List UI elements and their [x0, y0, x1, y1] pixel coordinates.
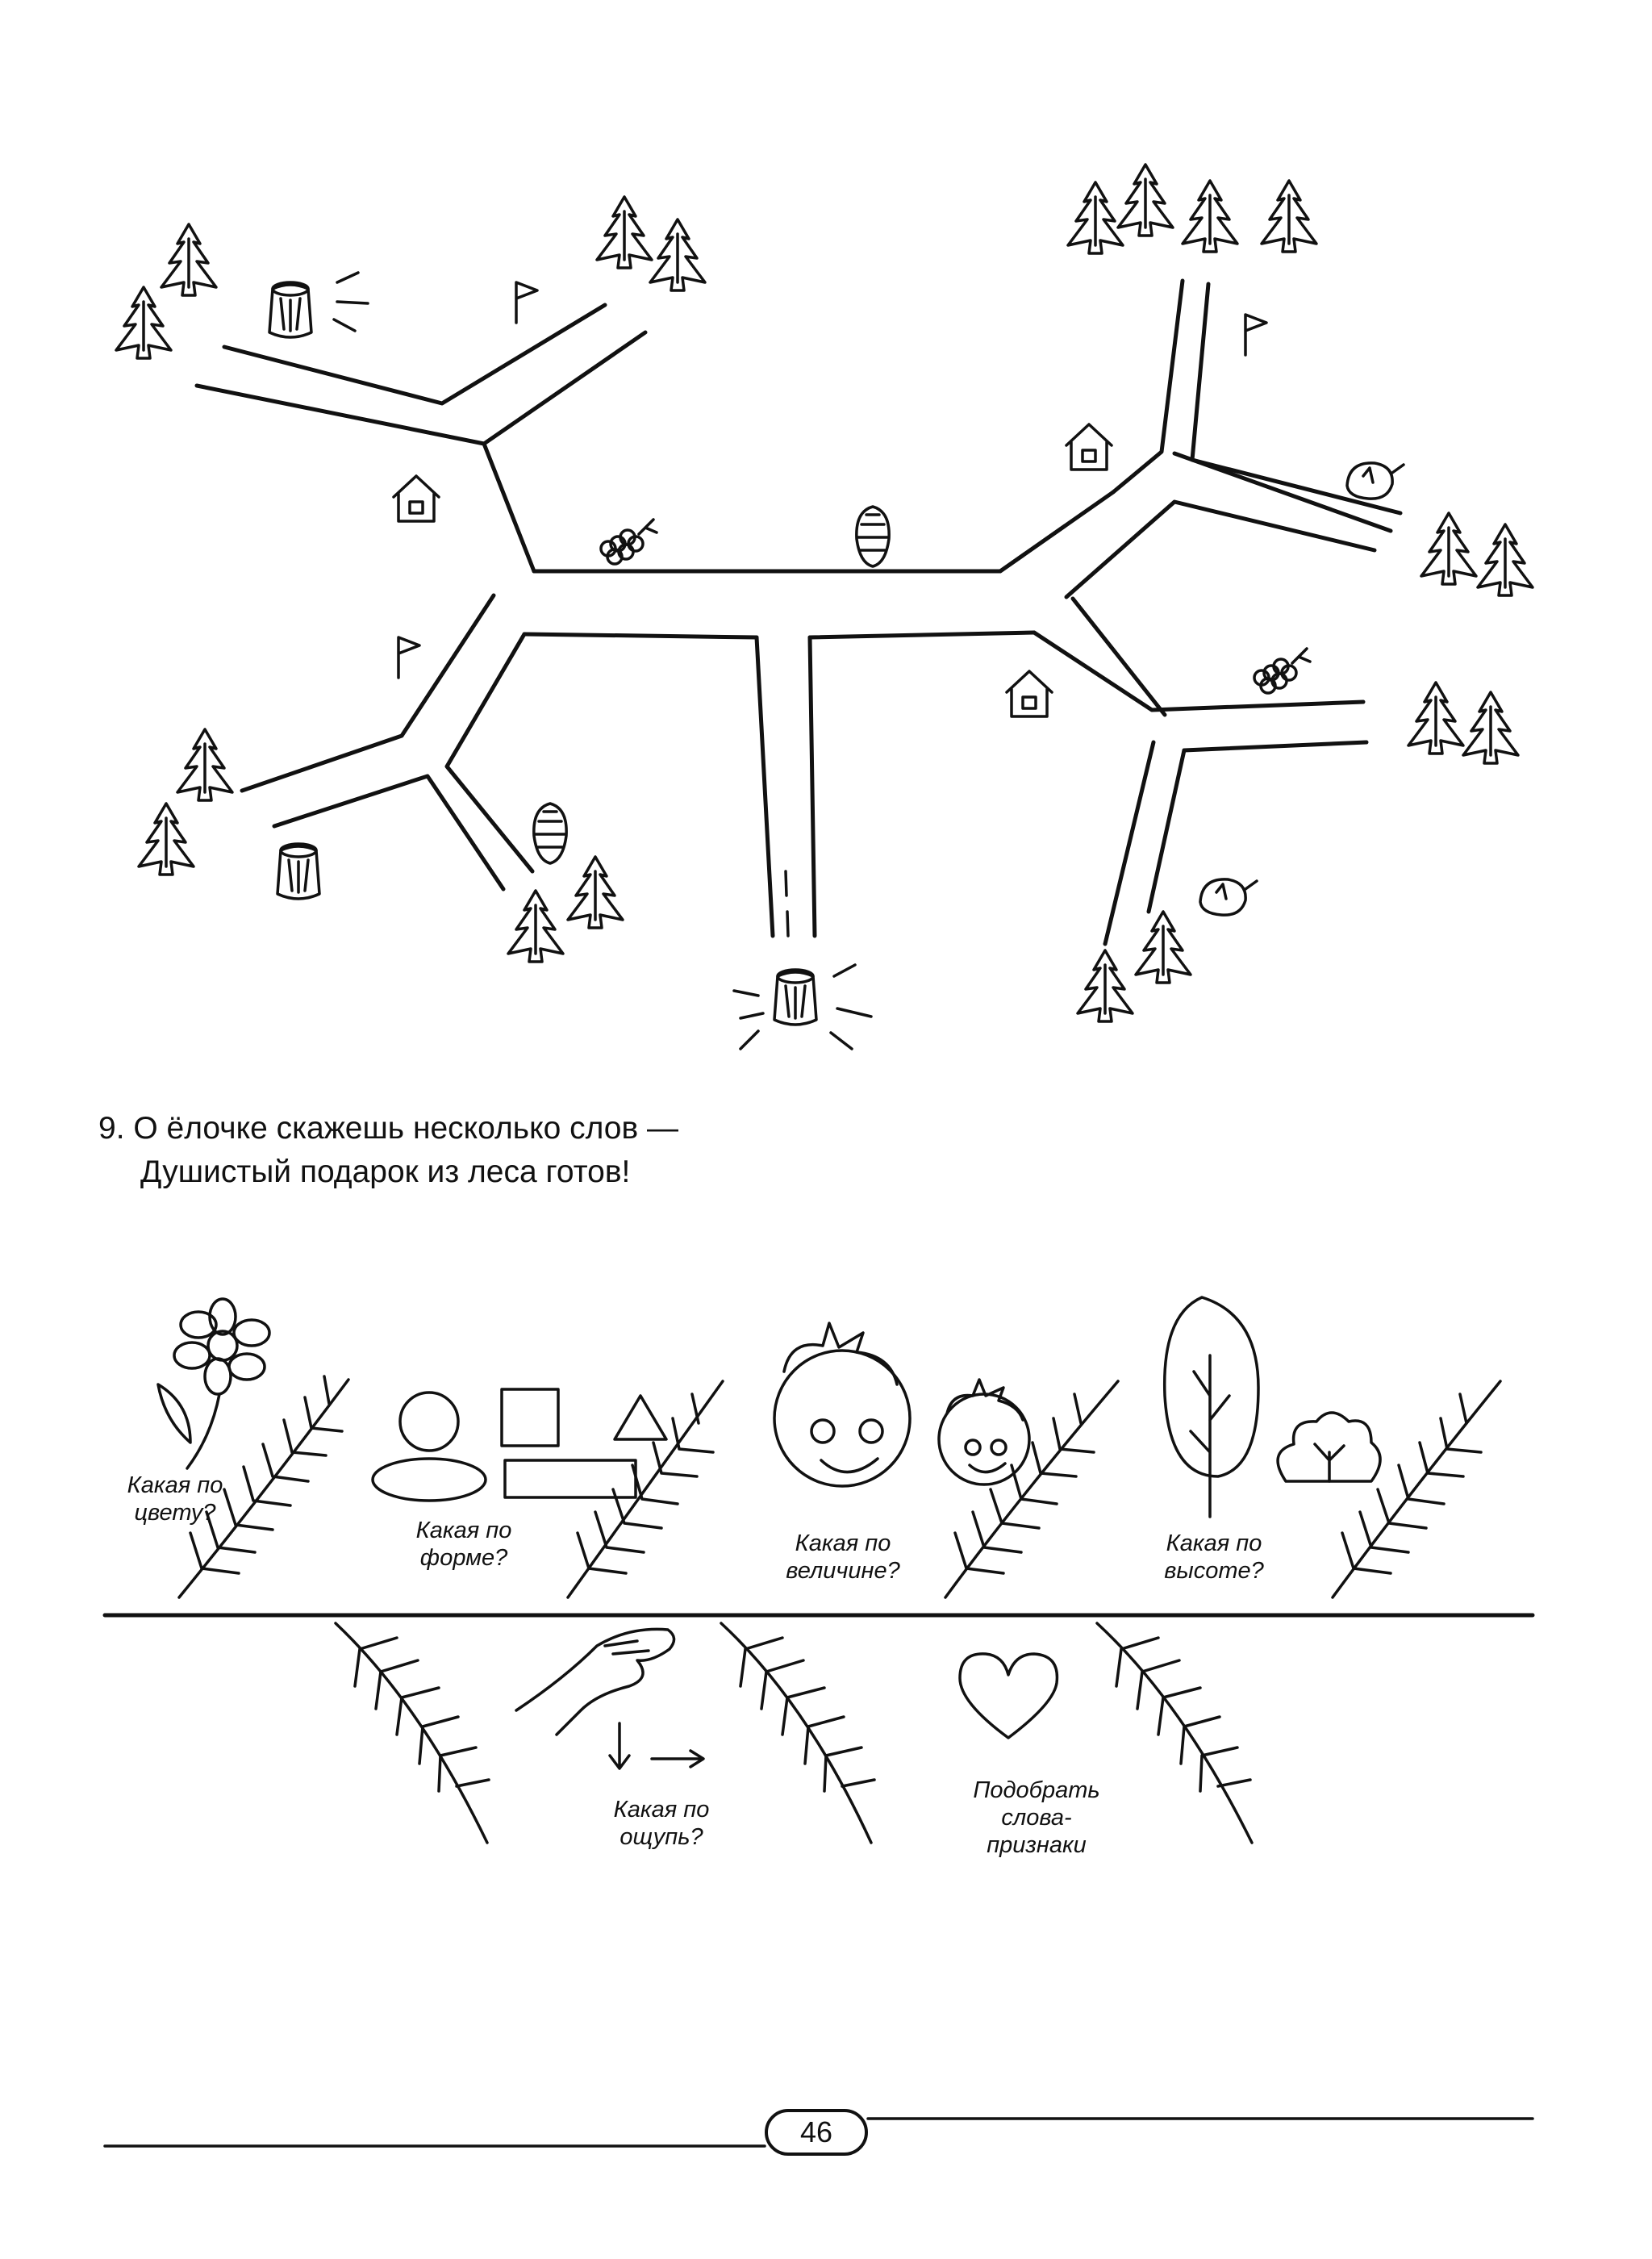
boy-face-icon: [937, 1378, 1031, 1486]
fir-tree-icon: [1076, 949, 1134, 1023]
fir-tree-icon: [1476, 523, 1534, 597]
question-color: Какая по цвету?: [127, 1472, 223, 1526]
fir-tree-icon: [649, 218, 707, 292]
question-height: Какая по высоте?: [1164, 1530, 1264, 1584]
house-icon: [1005, 670, 1053, 718]
fir-branch-icon: [566, 1380, 724, 1599]
flag-icon: [1244, 313, 1268, 357]
question-size: Какая по величине?: [786, 1530, 900, 1584]
boy-face-icon: [773, 1322, 912, 1488]
flag-icon: [397, 636, 421, 679]
house-icon: [392, 474, 440, 523]
bush-icon: [1276, 1411, 1382, 1483]
cone-icon: [532, 802, 568, 865]
hand-icon: [515, 1627, 676, 1736]
fir-tree-icon: [566, 855, 624, 929]
fir-tree-icon: [1462, 691, 1520, 765]
poem-line-1: О ёлочке скажешь несколько слов —: [133, 1111, 679, 1146]
nut-icon: [1345, 461, 1405, 500]
map-objects: [115, 163, 1534, 1050]
fir-tree-icon: [115, 286, 173, 360]
square-icon: [500, 1388, 560, 1447]
poem-line-2: Душистый подарок из леса готов!: [140, 1155, 631, 1189]
task-poem: 9. О ёлочке скажешь несколько слов — Душ…: [98, 1107, 678, 1194]
nut-icon: [1199, 878, 1258, 917]
fir-branch-icon: [334, 1622, 490, 1844]
fir-tree-icon: [137, 802, 195, 876]
roads: [194, 278, 1403, 946]
triangle-icon: [613, 1394, 668, 1441]
fir-tree-icon: [1066, 181, 1124, 255]
flag-icon: [515, 281, 539, 324]
stump-icon: [268, 281, 313, 339]
rectangle-icon: [503, 1459, 637, 1499]
fir-branch-icon: [1095, 1622, 1254, 1844]
arrow-down-icon: [608, 1722, 631, 1770]
berry-icon: [599, 518, 658, 566]
fir-tree-icon: [1181, 179, 1239, 253]
fir-tree-icon: [1260, 179, 1318, 253]
task-number: 9.: [98, 1111, 125, 1146]
tree-icon: [1162, 1296, 1260, 1518]
fir-tree-icon: [176, 728, 234, 802]
page-number: 46: [765, 2109, 868, 2156]
question-shape: Какая по форме?: [415, 1518, 512, 1571]
fir-tree-icon: [1134, 910, 1192, 984]
berry-icon: [1253, 647, 1312, 695]
fir-tree-icon: [1420, 512, 1478, 586]
question-touch: Какая по ощупь?: [613, 1797, 710, 1850]
oval-icon: [371, 1457, 487, 1502]
fir-tree-icon: [1116, 163, 1174, 237]
fir-tree-icon: [595, 195, 653, 269]
house-icon: [1065, 423, 1113, 471]
fir-branch-icon: [720, 1622, 876, 1844]
fir-branch-icon: [177, 1375, 350, 1599]
stump-icon: [276, 842, 321, 900]
fir-tree-icon: [1407, 681, 1465, 755]
stump-icon: [773, 968, 818, 1026]
fir-branch-icon: [1331, 1380, 1502, 1599]
fir-tree-icon: [160, 223, 218, 297]
flower-icon: [156, 1297, 271, 1470]
cone-icon: [855, 505, 891, 568]
heart-icon: [958, 1652, 1059, 1739]
arrow-right-icon: [650, 1749, 705, 1768]
fir-branch-icon: [944, 1380, 1120, 1599]
fir-tree-icon: [507, 889, 565, 963]
question-words: Подобрать слова-признаки: [973, 1777, 1100, 1858]
question-illustrations: [102, 1296, 1535, 2148]
circle-icon: [398, 1391, 460, 1452]
